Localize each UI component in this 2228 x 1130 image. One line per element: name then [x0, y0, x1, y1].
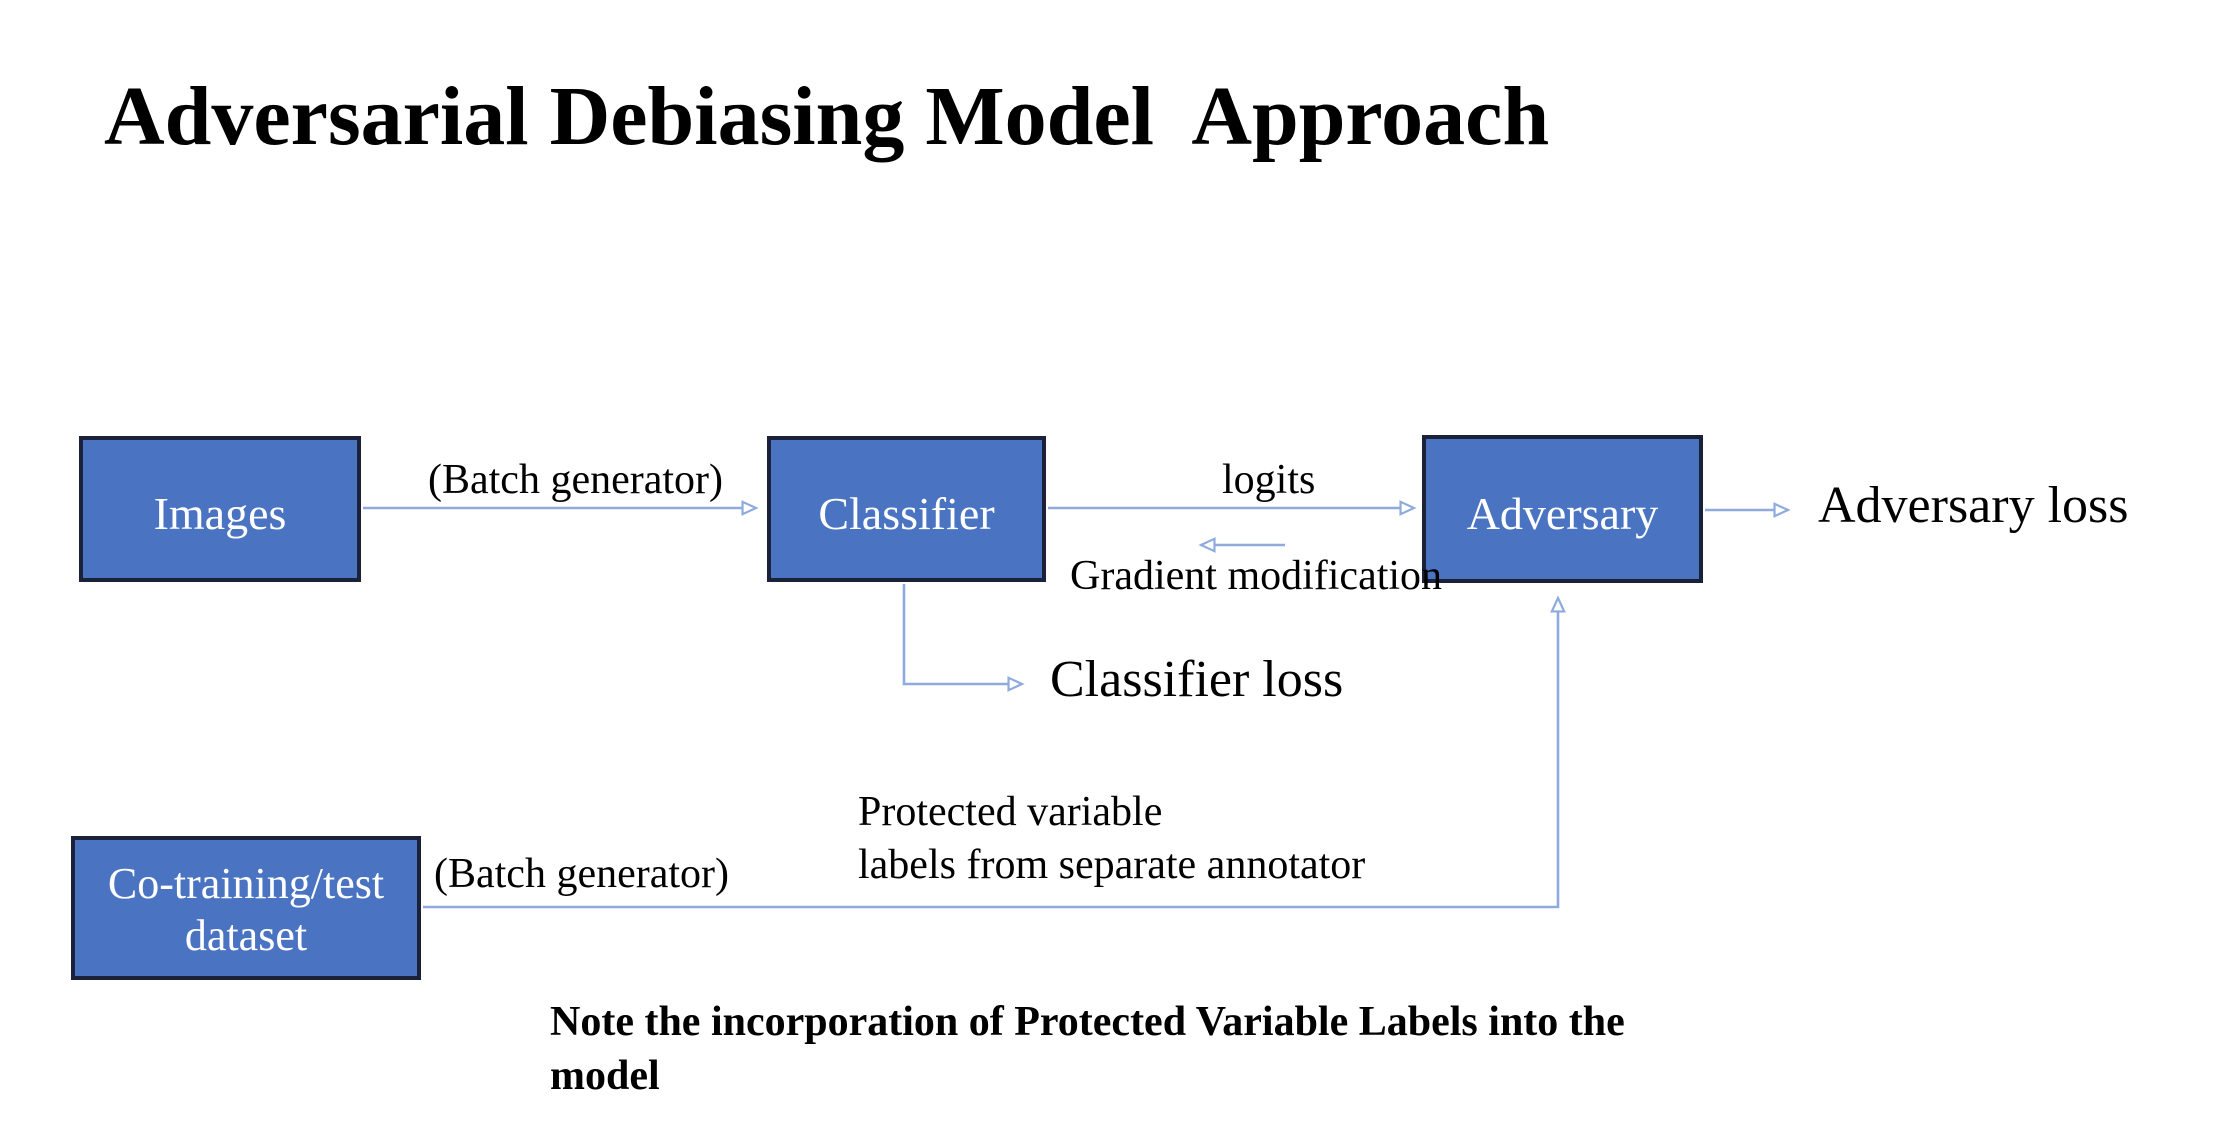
adversary-loss-label: Adversary loss — [1818, 477, 2129, 534]
page-title: Adversarial Debiasing Model Approach — [104, 70, 1550, 163]
protected-variable-line1: Protected variable — [858, 789, 1163, 835]
batch-generator-label-top: (Batch generator) — [428, 457, 724, 503]
note-text-line1: Note the incorporation of Protected Vari… — [550, 999, 1625, 1045]
arrow-classifier-to-classifier-loss — [902, 584, 1025, 692]
protected-variable-line2: labels from separate annotator — [858, 841, 1366, 888]
classifier-box-label: Classifier — [818, 487, 995, 539]
note-text: Note the incorporation of Protected Vari… — [550, 996, 1730, 1104]
images-box: Images — [79, 436, 361, 582]
batch-generator-label-bottom: (Batch generator) — [434, 851, 730, 897]
images-box-label: Images — [153, 487, 287, 539]
classifier-loss-label: Classifier loss — [1050, 651, 1344, 708]
cotraining-dataset-box-label: Co-training/test dataset — [107, 859, 385, 960]
adversary-box: Adversary — [1422, 435, 1703, 583]
protected-variable-label: Protected variable labels from separate … — [858, 786, 1478, 891]
adversary-box-label: Adversary — [1466, 487, 1659, 539]
logits-label: logits — [1222, 457, 1316, 503]
note-text-line2: model — [550, 1052, 660, 1099]
gradient-modification-label: Gradient modification — [1070, 553, 1443, 599]
classifier-box: Classifier — [767, 436, 1046, 582]
cotraining-dataset-box: Co-training/test dataset — [71, 836, 421, 980]
